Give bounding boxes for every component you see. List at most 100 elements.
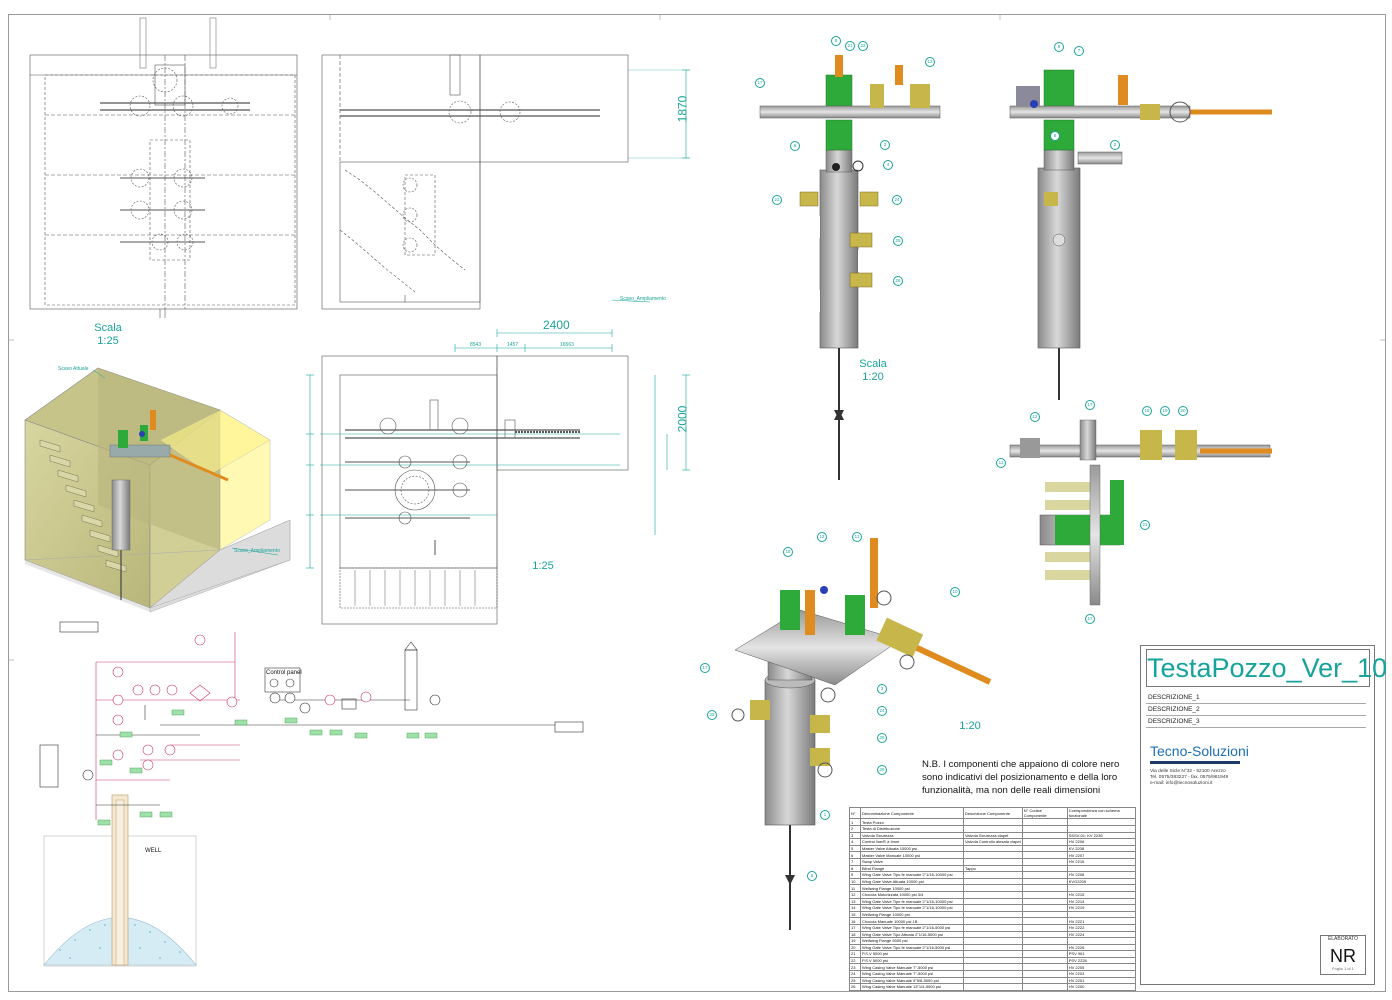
label-scavo-attuale: Scavo Attuale [58, 366, 89, 372]
plan-view-middle [306, 299, 690, 625]
table-cell [1021, 825, 1068, 833]
bubble-8b: 8 [1054, 42, 1064, 52]
table-cell: Wing Gate Valve Tipo fe manuale 2"1/16-5… [860, 923, 964, 932]
pid-schematic [39, 621, 584, 967]
bubble-2: 2 [1110, 140, 1120, 150]
table-cell: HV 2203 [1066, 970, 1137, 978]
table-cell [1021, 963, 1068, 972]
table-cell [1021, 917, 1068, 925]
table-cell [1021, 844, 1068, 853]
drawing-title: TestaPozzo_Ver_10 [1146, 649, 1387, 687]
scale-label-iso: 1:20 [959, 720, 981, 732]
table-cell: Choccia Manuale 10000 psi 1B [860, 917, 964, 925]
table-cell: Wellwing Flange 10000 psi [860, 910, 964, 919]
table-cell [1066, 910, 1137, 919]
table-cell: Wellwing Flange 10000 psi [860, 884, 964, 892]
dim-sub-b: 1457 [507, 342, 519, 348]
table-cell: 24 [849, 970, 861, 978]
company-phone: Tel. 0575/383227 - fax. 0575/981949 [1150, 775, 1229, 780]
table-cell: Wing Gate Valve Attuata 10000 psi [860, 877, 964, 886]
table-header-cell: N° Codice Componente [1021, 806, 1068, 820]
table-cell [1021, 871, 1068, 879]
table-cell: Wing Gate Valve Tipo Attuata 2"1/16-5000… [860, 930, 964, 939]
elaborato-label: ELABORATO [1327, 936, 1359, 942]
table-cell: Blind Flange [860, 864, 964, 873]
table-header-row: N° Denominazione Componente Descrizione … [849, 806, 1137, 820]
table-cell [1021, 983, 1068, 991]
table-cell: 26 [849, 983, 861, 991]
table-cell: 14 [849, 904, 861, 912]
bubble-20: 20 [1178, 406, 1188, 416]
plan-view-top-middle [321, 54, 690, 310]
table-cell: 25 [849, 976, 861, 985]
table-cell: HV 2221 [1066, 917, 1137, 925]
table-cell [1021, 976, 1068, 985]
table-cell: Testa di Distribuzione [860, 825, 964, 833]
table-cell: HV 2201 [1066, 976, 1137, 985]
table-cell: 5 [849, 844, 861, 853]
table-cell [1021, 857, 1068, 866]
table-cell: PSV 2228 [1066, 956, 1137, 965]
bubble-11b: 11 [852, 532, 862, 542]
table-cell: 17 [849, 923, 861, 932]
table-cell: 13 [849, 897, 861, 906]
dim-sub-c: 16563 [560, 342, 574, 348]
table-cell: Master Valve Manuale 10000 psi [860, 851, 964, 859]
bubble-17b: 17 [1085, 400, 1095, 410]
table-cell: Valvola Sicurezza [860, 831, 964, 840]
table-cell [963, 950, 1023, 958]
company-name: Tecno-Soluzioni [1150, 743, 1249, 759]
bubble-3: 3 [880, 140, 890, 150]
drawing-sheet-border [8, 14, 1386, 992]
company-underline [1150, 761, 1240, 764]
table-cell [963, 910, 1023, 919]
table-cell [1066, 818, 1137, 826]
label-scavo-ampliamento-left: Scavo_Ampliamento [234, 548, 280, 554]
table-cell: HV 2214 [1066, 897, 1137, 906]
dim-1870: 1870 [675, 95, 690, 123]
table-cell: HV 2219 [1066, 904, 1137, 912]
table-cell [1021, 956, 1068, 965]
bubble-5: 5 [807, 871, 817, 881]
table-cell [963, 956, 1023, 965]
bubble-12: 12 [925, 57, 935, 67]
table-cell [1066, 884, 1137, 892]
table-cell [1021, 950, 1068, 958]
table-cell: 22 [849, 956, 861, 965]
table-cell [963, 917, 1023, 925]
bubble-24b: 24 [877, 706, 887, 716]
table-cell [1021, 884, 1068, 892]
scale-label-plan: 1:25 [532, 560, 554, 572]
table-cell [1021, 923, 1068, 932]
table-cell [963, 871, 1023, 879]
description-1: DESCRIZIONE_1 [1146, 692, 1366, 704]
table-cell [963, 970, 1023, 978]
table-cell [963, 976, 1023, 985]
table-cell [963, 943, 1023, 952]
table-cell [1021, 838, 1068, 846]
table-cell: 11 [849, 884, 861, 892]
table-cell: P.S.V 5000 psi [860, 950, 964, 958]
table-cell: HV 2200 [1066, 983, 1137, 991]
page-label: Foglio 1 di 1 [1332, 966, 1354, 971]
table-cell: Wing Gate Valve Tipo fe manuale 2"1/16-1… [860, 871, 964, 879]
table-header-cell: N° [849, 806, 861, 820]
note-text: N.B. I componenti che appaiono di colore… [922, 759, 1120, 796]
table-cell: 15 [849, 910, 861, 919]
